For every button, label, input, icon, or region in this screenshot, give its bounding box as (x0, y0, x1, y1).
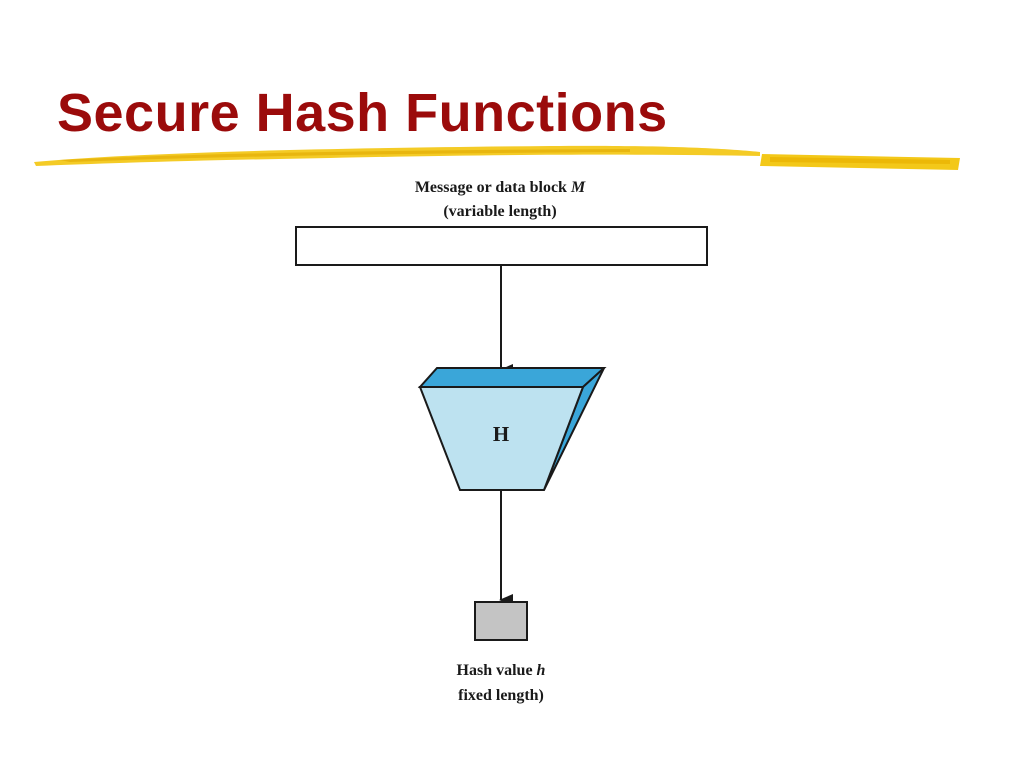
input-length-label: (variable length) (443, 203, 556, 220)
output-label: Hash value h (457, 662, 546, 679)
output-length-label: fixed length) (458, 687, 544, 704)
title-underline-brushstroke (34, 145, 960, 170)
hash-function-label: H (493, 422, 509, 446)
hash-function-block: H (417, 367, 607, 491)
slide-title: Secure Hash Functions (57, 83, 668, 143)
hash-value-block (474, 601, 528, 641)
message-block (295, 226, 708, 266)
input-label: Message or data block M (415, 179, 586, 196)
